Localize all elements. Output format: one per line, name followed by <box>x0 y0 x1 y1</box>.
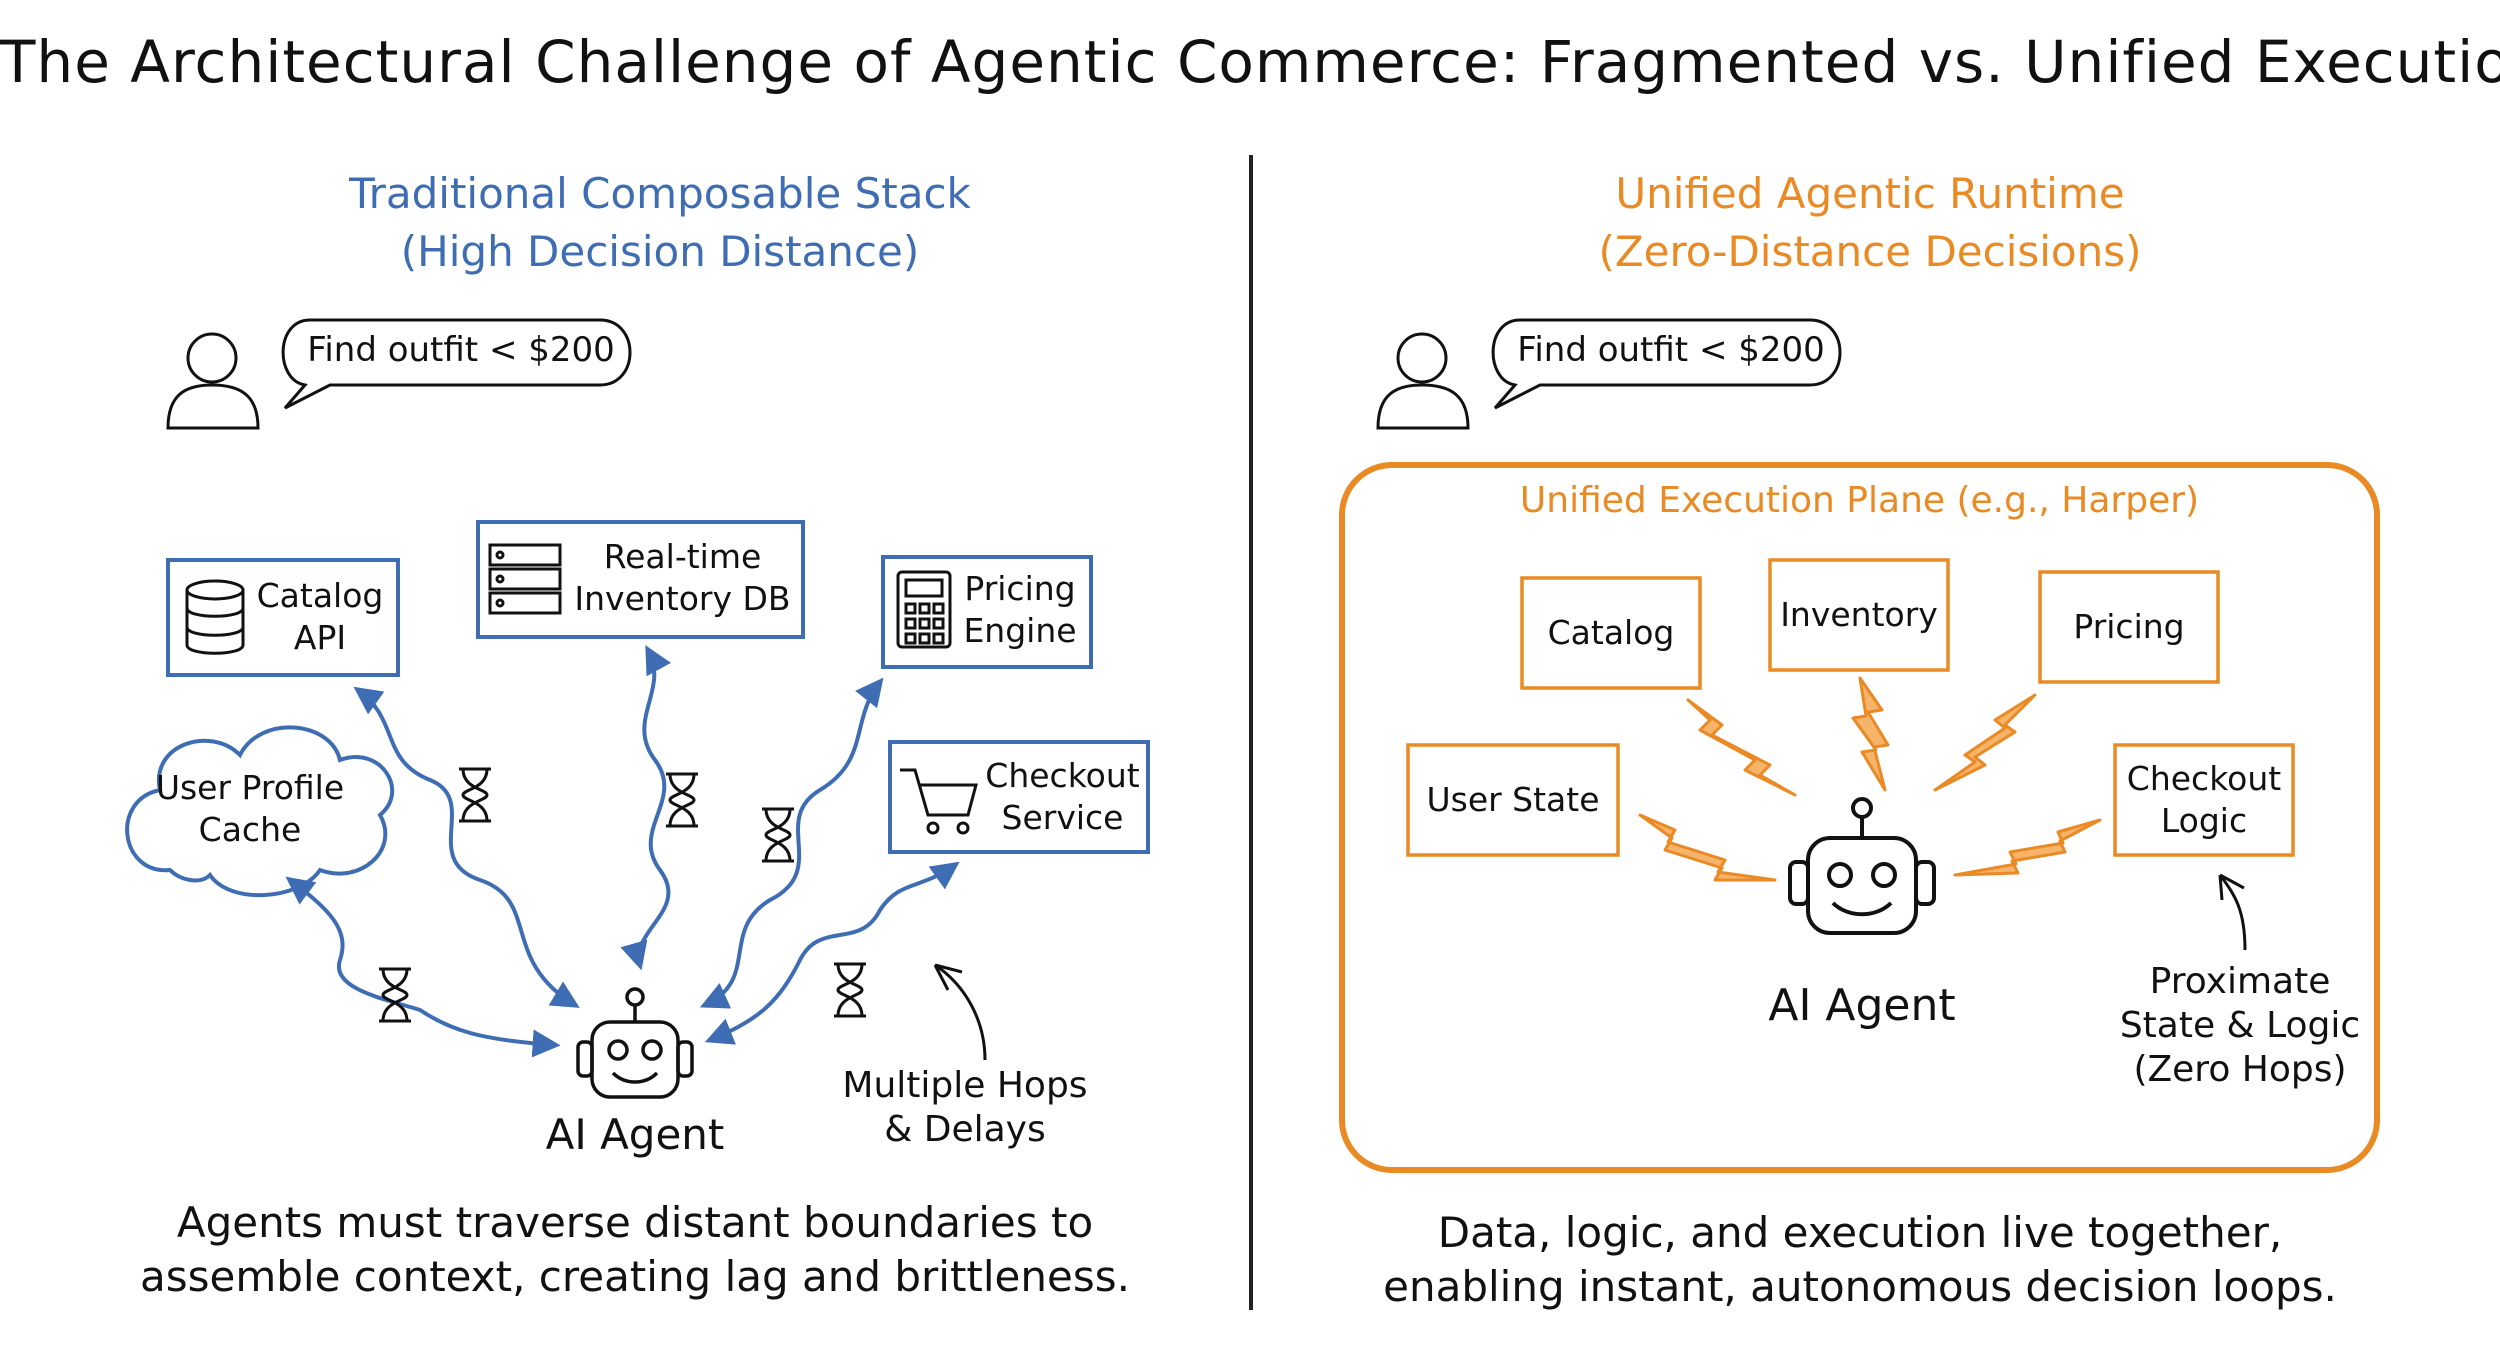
user-state-label: User State <box>1426 780 1600 819</box>
catalog-api-line2: API <box>293 618 347 657</box>
pricing-engine-line2: Engine <box>963 611 1077 650</box>
right-panel-title: Unified Agentic Runtime (Zero-Distance D… <box>1460 165 2280 281</box>
user-profile-label: User Profile Cache <box>135 767 365 851</box>
left-panel-title: Traditional Composable Stack (High Decis… <box>250 165 1070 281</box>
hourglass-icon <box>379 967 411 1023</box>
note-right: Proximate State & Logic (Zero Hops) <box>2110 960 2370 1092</box>
note-left-line2: & Delays <box>884 1109 1046 1150</box>
inventory-db-label: Real-time Inventory DB <box>565 536 800 620</box>
checkout-service-line1: Checkout <box>985 756 1140 795</box>
lightning-icon <box>1638 813 1777 882</box>
checkout-logic-line2: Logic <box>2160 801 2248 840</box>
connector-profile <box>285 876 561 1058</box>
connector-checkout <box>704 861 960 1045</box>
checkout-logic-label: Checkout Logic <box>2115 758 2293 842</box>
hourglass-icon <box>834 962 866 1018</box>
inventory-db-line2: Inventory DB <box>574 579 791 618</box>
pricing-engine-label: Pricing Engine <box>955 568 1085 652</box>
calculator-icon <box>896 570 952 649</box>
caption-left: Agents must traverse distant boundaries … <box>90 1196 1180 1304</box>
connector-inventory <box>620 645 672 971</box>
diagram-title: The Architectural Challenge of Agentic C… <box>0 28 2500 96</box>
speech-bubble-right <box>1491 318 1842 410</box>
caption-right-line2: enabling instant, autonomous decision lo… <box>1383 1262 2337 1311</box>
speech-text-right: Find outfit < $200 <box>1517 330 1825 370</box>
caption-right-line1: Data, logic, and execution live together… <box>1437 1208 2283 1257</box>
checkout-service-line2: Service <box>1001 798 1124 837</box>
checkout-service-box <box>888 740 1150 854</box>
catalog-label: Catalog <box>1547 613 1675 652</box>
database-icon <box>185 579 245 655</box>
connector-pricing <box>699 677 884 1009</box>
caption-left-line2: assemble context, creating lag and britt… <box>140 1252 1130 1301</box>
inventory-label: Inventory <box>1780 595 1938 634</box>
catalog-box <box>1520 576 1702 690</box>
user-icon-left <box>166 332 260 430</box>
catalog-api-line1: Catalog <box>256 576 384 615</box>
catalog-api-label: Catalog API <box>245 575 395 659</box>
lightning-icon <box>1686 698 1797 797</box>
lightning-connectors <box>1638 676 2102 882</box>
note-right-line2: State & Logic <box>2119 1005 2361 1046</box>
inventory-db-box <box>476 520 805 639</box>
checkout-service-label: Checkout Service <box>980 755 1145 839</box>
inventory-box <box>1768 558 1950 672</box>
note-left: Multiple Hops & Delays <box>840 1064 1090 1152</box>
checkout-logic-box <box>2113 743 2295 857</box>
user-profile-line2: Cache <box>198 810 302 849</box>
agent-label-left: AI Agent <box>545 1110 725 1159</box>
catalog-api-box <box>166 558 400 677</box>
left-title-line2: (High Decision Distance) <box>400 227 920 276</box>
left-connectors <box>285 645 960 1058</box>
lightning-icon <box>1851 676 1890 792</box>
server-icon <box>488 543 562 615</box>
speech-bubble-left <box>281 318 632 410</box>
pricing-label: Pricing <box>2073 607 2185 646</box>
hourglass-icon <box>762 807 794 863</box>
user-state-box <box>1406 743 1620 857</box>
plane-label: Unified Execution Plane (e.g., Harper) <box>1519 480 2200 521</box>
inventory-db-line1: Real-time <box>603 537 762 576</box>
lightning-icon <box>1933 693 2037 792</box>
note-arrow-left <box>933 963 987 1061</box>
hourglass-icon <box>459 767 491 823</box>
note-left-line1: Multiple Hops <box>842 1065 1088 1106</box>
pricing-engine-box <box>881 555 1093 669</box>
note-right-line1: Proximate <box>2149 961 2331 1002</box>
note-arrow-right <box>2218 873 2247 951</box>
robot-icon-right <box>1788 797 1936 935</box>
user-icon-right <box>1376 332 1470 430</box>
right-title-line2: (Zero-Distance Decisions) <box>1598 227 2142 276</box>
caption-right: Data, logic, and execution live together… <box>1320 1206 2400 1314</box>
speech-text-left: Find outfit < $200 <box>307 330 615 370</box>
user-profile-line1: User Profile <box>155 768 345 807</box>
connector-catalog <box>353 686 580 1008</box>
agent-label-right: AI Agent <box>1768 980 1956 1031</box>
unified-execution-plane <box>1339 462 2380 1173</box>
panel-divider <box>1249 155 1253 1310</box>
cart-icon <box>900 768 978 835</box>
right-title-line1: Unified Agentic Runtime <box>1615 169 2125 218</box>
checkout-logic-line1: Checkout <box>2126 759 2282 798</box>
left-title-line1: Traditional Composable Stack <box>349 169 971 218</box>
robot-icon-left <box>576 987 694 1099</box>
pricing-box <box>2038 570 2220 684</box>
pricing-engine-line1: Pricing <box>964 569 1076 608</box>
caption-left-line1: Agents must traverse distant boundaries … <box>176 1198 1094 1247</box>
lightning-icon <box>1953 818 2102 877</box>
hourglass-icon <box>666 772 698 828</box>
note-right-line3: (Zero Hops) <box>2133 1049 2347 1090</box>
